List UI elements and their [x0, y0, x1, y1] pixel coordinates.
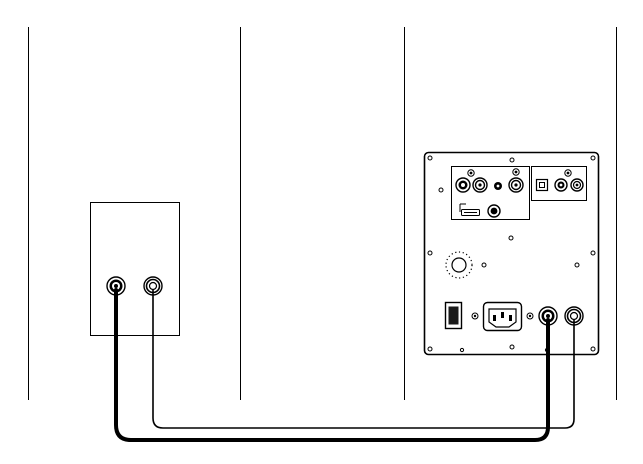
screw-icon	[427, 250, 433, 256]
optical-port-icon	[535, 178, 549, 192]
guide-lines	[28, 27, 617, 400]
screw-icon	[590, 346, 596, 352]
panel-screws	[427, 155, 596, 353]
screw-icon	[438, 187, 444, 193]
screw-icon	[427, 346, 433, 352]
rca-input-pair[interactable]	[455, 169, 488, 193]
rca-jack-icon	[472, 177, 488, 193]
cable-outer[interactable]	[114, 288, 550, 442]
screw-icon	[509, 157, 515, 163]
terminal-plate-outline	[90, 202, 180, 336]
rca-input-pair-2[interactable]	[554, 169, 584, 192]
cable-inner[interactable]	[152, 289, 575, 429]
binding-post-icon	[106, 276, 126, 296]
rca-input-mono[interactable]	[508, 168, 524, 193]
screw-icon	[459, 347, 465, 353]
speaker-out-left[interactable]	[538, 306, 558, 326]
iec-power-socket[interactable]	[471, 301, 534, 332]
screw-icon	[590, 155, 596, 161]
speaker-terminal-plate	[90, 202, 180, 336]
screw-icon	[509, 344, 515, 350]
rca-jack-icon	[554, 178, 568, 192]
screw-icon	[481, 262, 487, 268]
iec-socket-icon	[482, 301, 523, 332]
usb-port[interactable]	[459, 203, 480, 216]
binding-post-icon	[538, 306, 558, 326]
power-switch-icon	[444, 301, 463, 330]
rca-small-jack-icon	[467, 169, 475, 177]
knob-icon	[445, 251, 473, 279]
screw-icon	[574, 262, 580, 268]
optical-input[interactable]	[535, 178, 549, 192]
screw-icon	[508, 235, 514, 241]
screw-icon	[590, 250, 596, 256]
rca-jack-icon	[508, 177, 524, 193]
terminal-left[interactable]	[106, 276, 126, 296]
input-group-box	[451, 166, 530, 220]
subwoofer-amplifier-panel	[423, 151, 600, 356]
usb-port-icon	[461, 209, 480, 216]
cables	[114, 288, 575, 442]
rca-jack-icon	[455, 177, 471, 193]
dc-jack[interactable]	[487, 204, 501, 218]
rca-jack-icon	[570, 178, 584, 192]
volume-knob[interactable]	[445, 251, 473, 279]
sub-out[interactable]	[494, 182, 502, 190]
input-group-box-2	[531, 166, 587, 201]
power-switch[interactable]	[444, 301, 463, 330]
screw-icon	[427, 155, 433, 161]
amp-panel-outline	[423, 151, 600, 356]
